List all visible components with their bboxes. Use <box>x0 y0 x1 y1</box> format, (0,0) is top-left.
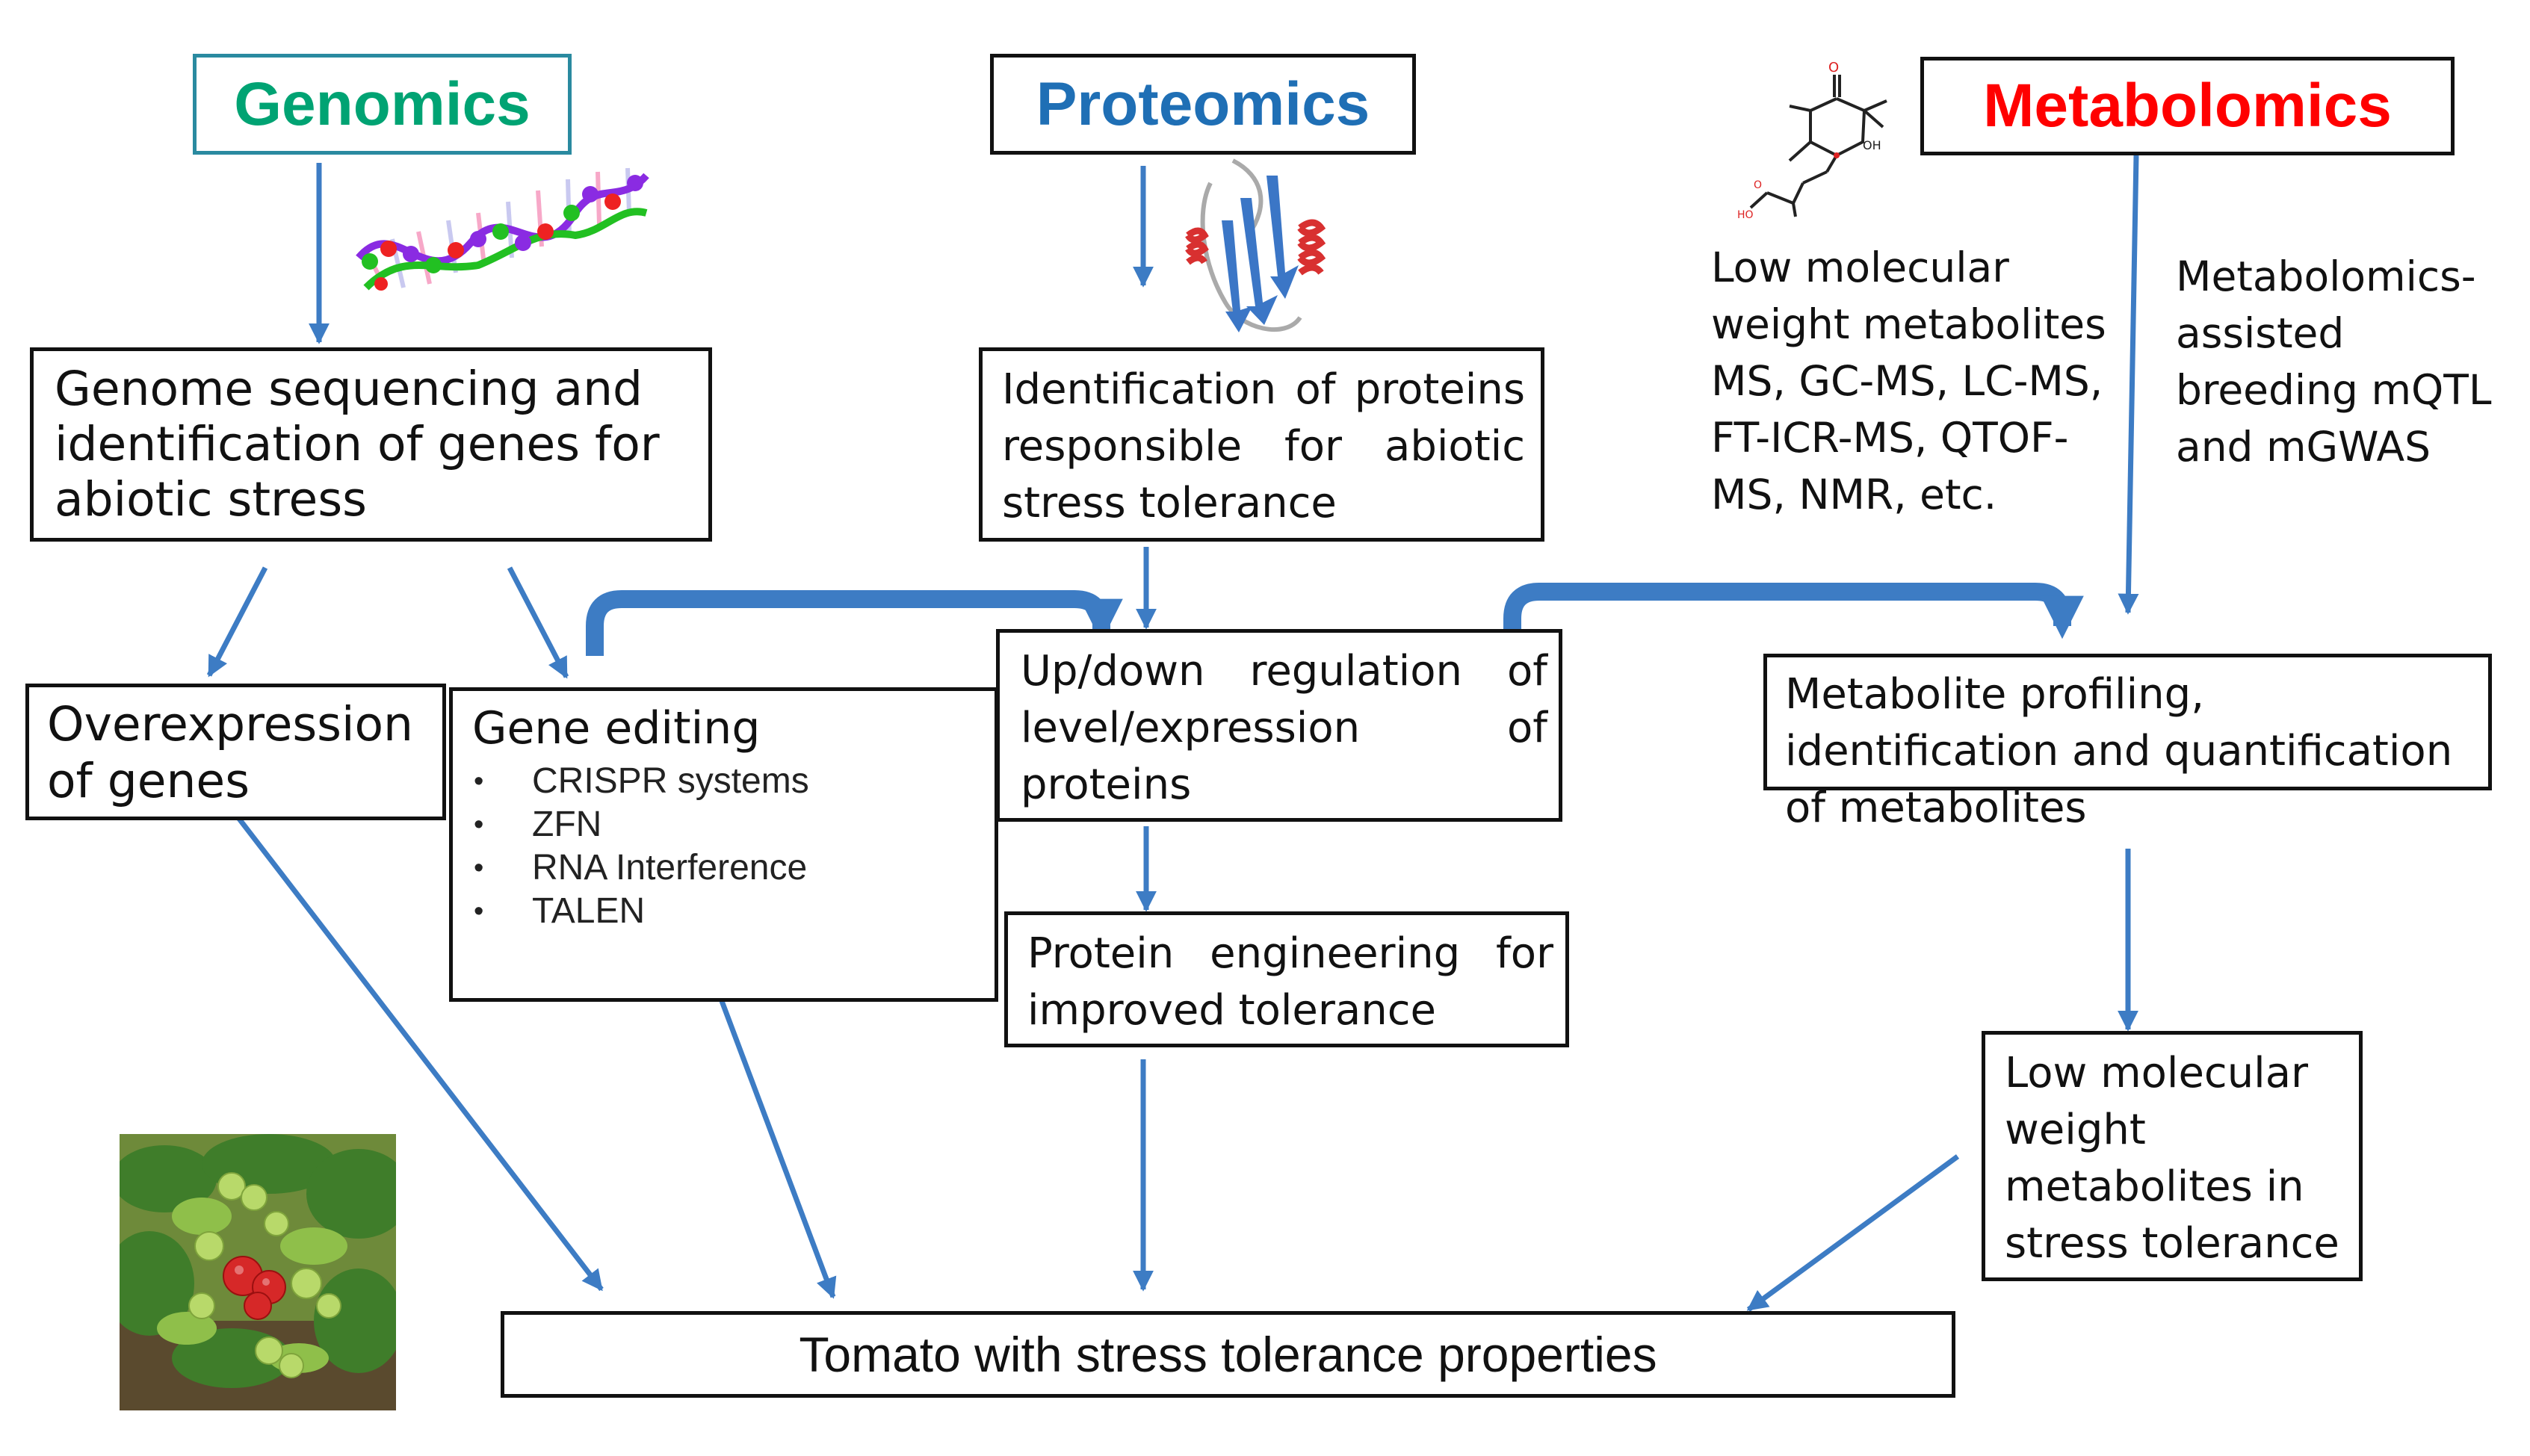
genome-sequencing-text: Genome sequencing and identification of … <box>55 362 660 527</box>
metabolite-profiling-box: Metabolite profiling, identification and… <box>1763 654 2492 832</box>
tomato-plant-photo <box>120 1134 396 1410</box>
arrow-gene-editing-to-tomato <box>719 1000 837 1299</box>
gene-editing-box: Gene editing CRISPR systemsZFNRNA Interf… <box>449 687 998 1002</box>
svg-text:O: O <box>1828 60 1839 75</box>
protein-regulation-box: Up/down regulation of level/expression o… <box>996 629 1562 822</box>
arrow-overexpression-to-tomato <box>237 817 604 1292</box>
bracket-regulation-to-profiling <box>1503 583 2084 648</box>
metabolite-profiling-text: Metabolite profiling, identification and… <box>1785 670 2453 832</box>
arrow-low-mw-to-tomato <box>1746 1154 1960 1312</box>
abscisic-acid-molecule-icon: O OH HO O <box>1737 60 1887 220</box>
gene-editing-method-item: TALEN <box>474 890 982 933</box>
gene-editing-method-item: ZFN <box>474 803 982 846</box>
arrow-metabolomics-to-profiling <box>2118 155 2139 615</box>
gene-editing-methods-list: CRISPR systemsZFNRNA InterferenceTALEN <box>474 760 982 933</box>
svg-text:OH: OH <box>1863 138 1881 152</box>
proteomics-header: Proteomics <box>990 54 1416 155</box>
gene-editing-method-item: RNA Interference <box>474 846 982 890</box>
genome-sequencing-box: Genome sequencing and identification of … <box>30 347 712 542</box>
protein-identification-text: Identification of proteins responsible f… <box>1002 365 1525 527</box>
gene-editing-method-item: CRISPR systems <box>474 760 982 803</box>
gene-editing-title: Gene editing <box>472 702 761 755</box>
arrow-sequencing-to-gene-editing <box>507 566 569 679</box>
metabolomics-header: Metabolomics <box>1920 57 2455 155</box>
protein-identification-box: Identification of proteins responsible f… <box>979 347 1544 542</box>
dna-helix-icon <box>356 167 649 291</box>
arrow-sequencing-to-overexpression <box>206 566 268 678</box>
genomics-title: Genomics <box>234 69 531 138</box>
proteomics-title: Proteomics <box>1036 69 1370 138</box>
outcome-box: Tomato with stress tolerance properties <box>501 1311 1955 1398</box>
low-mw-metabolites-box: Low molecular weight metabolites in stre… <box>1982 1031 2363 1281</box>
metabolomics-title: Metabolomics <box>1983 72 2392 140</box>
protein-engineering-text: Protein engineering for improved toleran… <box>1027 929 1553 1035</box>
protein-structure-icon <box>1185 158 1326 332</box>
bracket-gene-editing-to-regulation <box>586 590 1123 656</box>
svg-text:O: O <box>1754 179 1762 191</box>
protein-regulation-text: Up/down regulation of level/expression o… <box>1021 647 1547 809</box>
overexpression-box: Overexpression of genes <box>25 684 446 820</box>
svg-text:HO: HO <box>1737 209 1754 220</box>
low-mw-metabolites-text: Low molecular weight metabolites in stre… <box>2005 1049 2339 1268</box>
metabolomics-breeding-text: Metabolomics-assisted breeding mQTL and … <box>2176 253 2492 471</box>
protein-engineering-box: Protein engineering for improved toleran… <box>1004 911 1569 1047</box>
outcome-text: Tomato with stress tolerance properties <box>799 1327 1657 1382</box>
genomics-header: Genomics <box>193 54 572 155</box>
overexpression-text: Overexpression of genes <box>47 697 413 808</box>
metabolite-techniques-text: Low molecular weight metabolites MS, GC-… <box>1711 244 2106 518</box>
